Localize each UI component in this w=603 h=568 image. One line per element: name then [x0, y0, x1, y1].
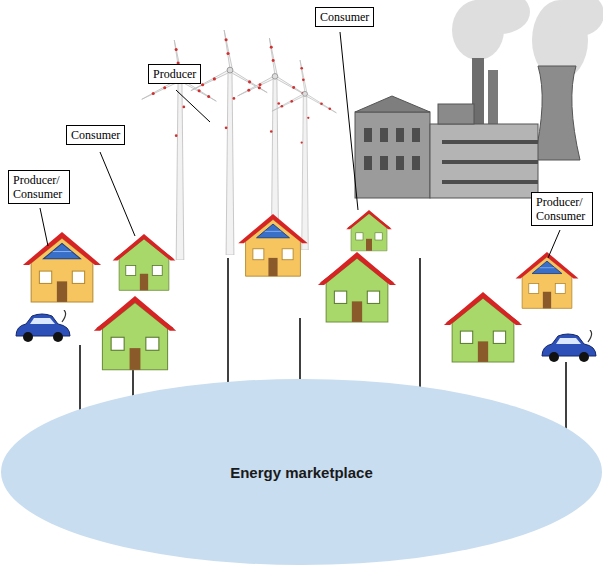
producer-consumer-label: Producer/ Consumer [531, 192, 593, 226]
houses [23, 210, 579, 370]
factory [355, 58, 580, 198]
role-label: Consumer [71, 128, 120, 142]
marketplace-title: Energy marketplace [230, 464, 373, 481]
role-label: Consumer [320, 10, 369, 24]
leader-lines [40, 32, 560, 258]
producer-consumer-label: Producer/ Consumer [8, 170, 70, 204]
electric-car [542, 330, 596, 362]
energy-marketplace: Energy marketplace [0, 378, 603, 566]
electric-car [16, 310, 70, 342]
role-label: Producer/ Consumer [13, 173, 65, 201]
consumer-label: Consumer [315, 7, 374, 27]
producer-label: Producer [148, 64, 201, 84]
consumer-label: Consumer [66, 125, 125, 145]
role-label: Producer [153, 67, 196, 81]
wind-turbines [142, 30, 337, 260]
role-label: Producer/ Consumer [536, 195, 588, 223]
